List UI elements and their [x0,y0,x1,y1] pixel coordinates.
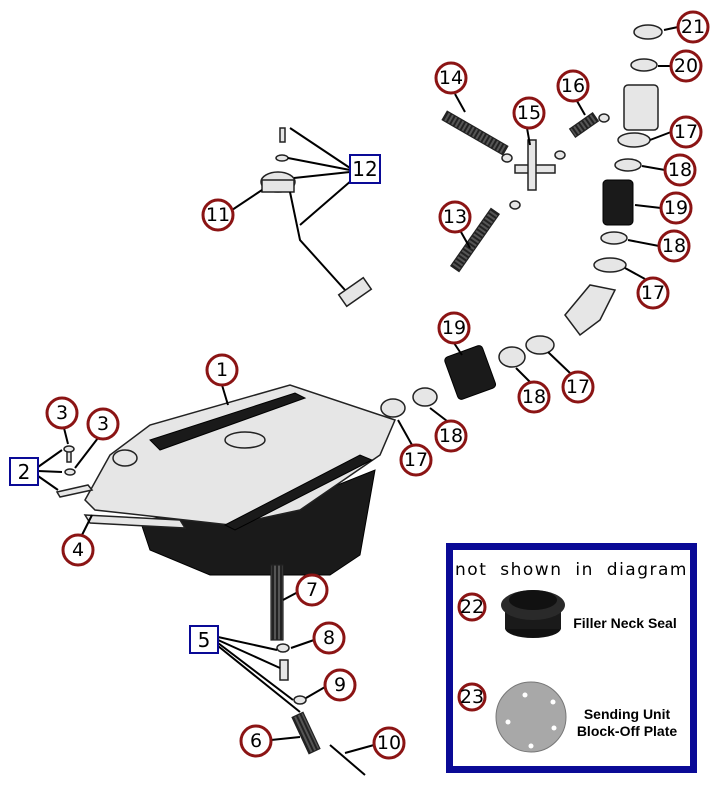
block-off-plate-image [495,681,567,753]
callout-15: 15 [512,96,546,130]
callout-22: 22 [457,592,487,622]
callout-20: 20 [669,49,703,83]
fuel-outlet-parts [270,564,366,776]
group-label-12: 12 [349,154,381,184]
callout-18: 18 [434,419,468,453]
callout-21: 21 [676,10,710,44]
group-label-2: 2 [9,457,39,486]
svg-text:16: 16 [561,75,585,97]
callout-17: 17 [399,443,433,477]
vent-hoses [441,110,610,273]
svg-text:23: 23 [460,686,484,708]
svg-text:18: 18 [522,386,546,408]
callout-17: 17 [561,370,595,404]
svg-text:8: 8 [323,627,335,649]
svg-text:22: 22 [460,596,484,618]
svg-text:17: 17 [566,376,590,398]
svg-text:11: 11 [206,204,230,226]
svg-text:18: 18 [439,425,463,447]
filler-neck-assembly [380,24,663,418]
legend-graphics: 22 23 [457,590,567,753]
sending-unit [260,127,373,308]
callout-9: 9 [323,668,357,702]
callout-19: 19 [659,191,693,225]
callout-13: 13 [438,200,472,234]
callout-18: 18 [663,153,697,187]
callout-17: 17 [669,115,703,149]
callout-18: 18 [517,380,551,414]
svg-text:15: 15 [517,102,541,124]
callout-7: 7 [295,573,329,607]
callout-3: 3 [86,407,120,441]
callout-8: 8 [312,621,346,655]
svg-text:18: 18 [662,235,686,257]
svg-text:5: 5 [198,628,211,652]
svg-text:1: 1 [216,359,228,381]
leader-lines [37,26,679,754]
svg-text:4: 4 [72,539,84,561]
svg-text:6: 6 [250,730,262,752]
svg-text:17: 17 [641,282,665,304]
callout-18: 18 [657,229,691,263]
callout-16: 16 [556,69,590,103]
callout-3: 3 [45,396,79,430]
fuel-tank [83,384,397,576]
svg-text:13: 13 [443,206,467,228]
callout-19: 19 [437,311,471,345]
block-off-plate-label: Sending Unit Block-Off Plate [576,706,678,739]
callout-1: 1 [205,353,239,387]
svg-text:14: 14 [439,67,463,89]
not-shown-legend: not shown in diagram 22 23 Filler Neck S… [446,543,697,773]
svg-text:2: 2 [18,460,31,484]
svg-text:12: 12 [352,157,377,181]
callout-23: 23 [457,682,487,712]
svg-text:19: 19 [664,197,688,219]
svg-text:3: 3 [56,402,68,424]
callout-11: 11 [201,198,235,232]
group-label-5: 5 [189,625,219,654]
callout-17: 17 [636,276,670,310]
bolt-washer-clip [55,445,94,498]
svg-text:18: 18 [668,159,692,181]
callout-6: 6 [239,724,273,758]
callout-10: 10 [372,726,406,760]
filler-neck-seal-image [501,590,565,638]
svg-text:17: 17 [674,121,698,143]
callout-14: 14 [434,61,468,95]
callout-4: 4 [61,533,95,567]
svg-text:3: 3 [97,413,109,435]
svg-text:9: 9 [334,674,346,696]
svg-text:17: 17 [404,449,428,471]
legend-title: not shown in diagram [455,560,688,580]
svg-text:21: 21 [681,16,705,38]
filler-neck-seal-label: Filler Neck Seal [573,615,677,631]
svg-text:10: 10 [377,732,401,754]
svg-text:20: 20 [674,55,698,77]
svg-text:19: 19 [442,317,466,339]
svg-text:7: 7 [306,579,318,601]
